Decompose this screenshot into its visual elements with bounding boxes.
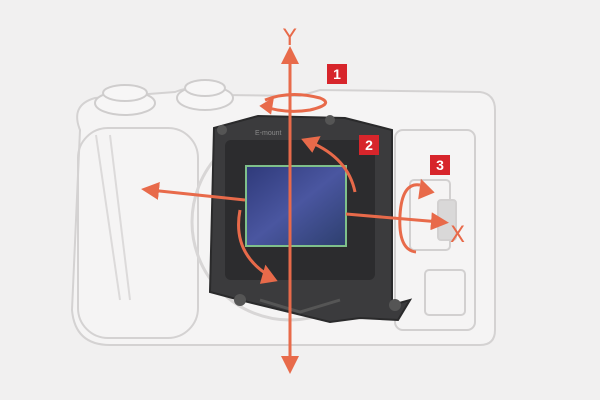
badge-1-number: 1 — [333, 66, 341, 82]
badge-2: 2 — [359, 135, 379, 155]
rotation-arrow-1 — [259, 93, 328, 115]
axis-lines — [141, 46, 449, 374]
badge-2-number: 2 — [365, 137, 373, 153]
rotation-arrow-2 — [237, 136, 357, 284]
x-axis-label: X — [450, 223, 465, 248]
badge-3-number: 3 — [436, 157, 444, 173]
image-sensor — [245, 165, 347, 247]
mount-label: E-mount — [255, 130, 282, 137]
top-dials — [94, 79, 234, 116]
x-axis-line-left — [141, 181, 246, 202]
badge-3: 3 — [430, 155, 450, 175]
rotation-arrow-3 — [398, 178, 435, 254]
badge-1: 1 — [327, 64, 347, 84]
x-axis-line-right — [345, 212, 449, 231]
y-axis-label: Y — [282, 26, 297, 51]
